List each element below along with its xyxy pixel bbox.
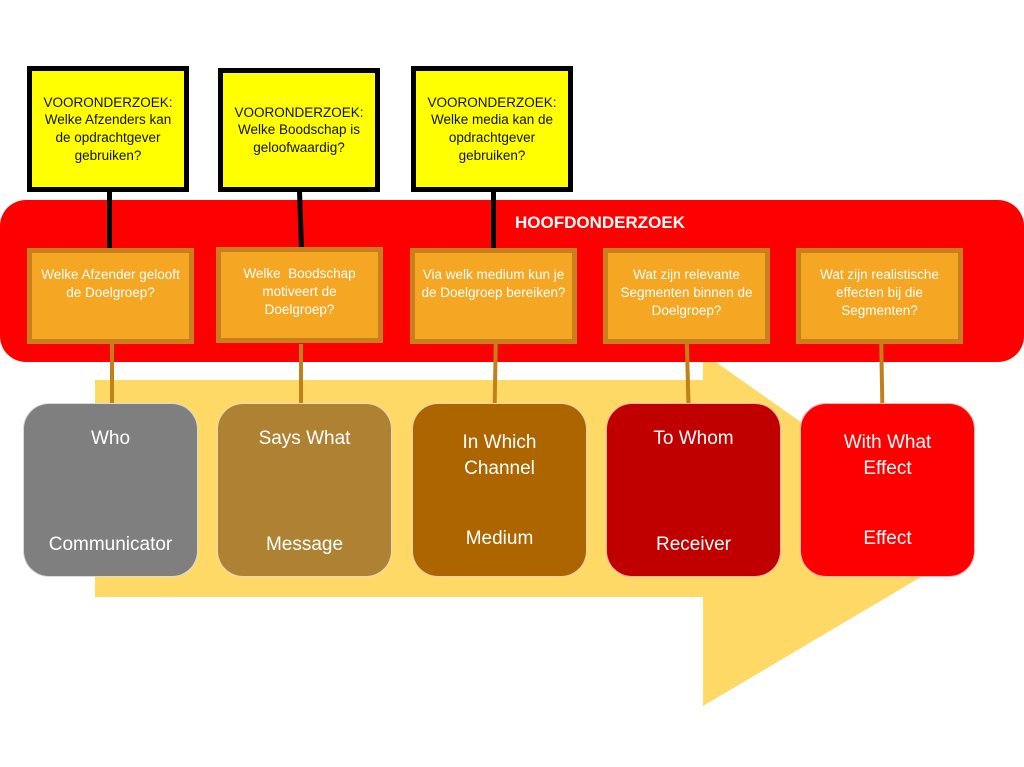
question-text: Welke Afzender gelooft de Doelgroep? xyxy=(41,267,180,301)
question-box-boodschap: Welke Boodschap motiveert de Doelgroep? xyxy=(216,247,383,343)
lasswell-element: Effect xyxy=(863,528,912,549)
question-box-afzender: Welke Afzender gelooft de Doelgroep? xyxy=(27,248,194,344)
lasswell-element: Message xyxy=(265,534,344,555)
question-text: Via welk medium kun je de Doelgroep bere… xyxy=(421,267,566,301)
pre-research-box-boodschap: VOORONDERZOEK: Welke Boodschap is geloof… xyxy=(218,68,380,192)
pre-research-box-afzenders: VOORONDERZOEK: Welke Afzenders kan de op… xyxy=(27,66,189,192)
lasswell-box-in-which-channel: In Which Channel Medium xyxy=(412,403,587,577)
lasswell-element: Receiver xyxy=(656,534,731,555)
question-box-medium: Via welk medium kun je de Doelgroep bere… xyxy=(410,248,577,344)
connector-line-who xyxy=(110,344,114,428)
pre-research-text: Welke media kan de opdrachtgever gebruik… xyxy=(430,112,554,163)
lasswell-question: Who xyxy=(90,428,131,449)
question-box-segmenten: Wat zijn relevante Segmenten binnen de D… xyxy=(603,248,770,344)
question-box-effecten: Wat zijn realistische effecten bij die S… xyxy=(796,248,963,344)
lasswell-element: Communicator xyxy=(48,534,173,555)
lasswell-box-to-whom: To Whom Receiver xyxy=(606,403,781,577)
lasswell-box-says-what: Says What Message xyxy=(217,403,392,577)
connector-line-1 xyxy=(107,190,112,250)
question-text: Wat zijn relevante Segmenten binnen de D… xyxy=(620,267,753,319)
pre-research-text: Welke Boodschap is geloofwaardig? xyxy=(237,122,361,155)
pre-research-label: VOORONDERZOEK: xyxy=(43,94,173,110)
lasswell-question: In Which Channel xyxy=(462,432,537,479)
question-text: Wat zijn realistische effecten bij die S… xyxy=(820,267,939,319)
question-text: Welke Boodschap motiveert de Doelgroep? xyxy=(243,266,360,318)
pre-research-label: VOORONDERZOEK: xyxy=(234,104,364,120)
pre-research-box-media: VOORONDERZOEK: Welke media kan de opdrac… xyxy=(411,66,573,192)
pre-research-text: Welke Afzenders kan de opdrachtgever geb… xyxy=(44,112,172,163)
lasswell-box-who: Who Communicator xyxy=(23,403,198,577)
lasswell-element: Medium xyxy=(465,528,534,549)
lasswell-question: With What Effect xyxy=(843,432,932,479)
connector-line-says-what xyxy=(299,344,303,428)
pre-research-label: VOORONDERZOEK: xyxy=(427,94,557,110)
main-research-title: HOOFDONDERZOEK xyxy=(515,213,685,232)
lasswell-question: To Whom xyxy=(653,428,734,449)
lasswell-box-with-what-effect: With What Effect Effect xyxy=(800,403,975,577)
lasswell-question: Says What xyxy=(258,428,351,449)
connector-line-3 xyxy=(491,190,496,250)
